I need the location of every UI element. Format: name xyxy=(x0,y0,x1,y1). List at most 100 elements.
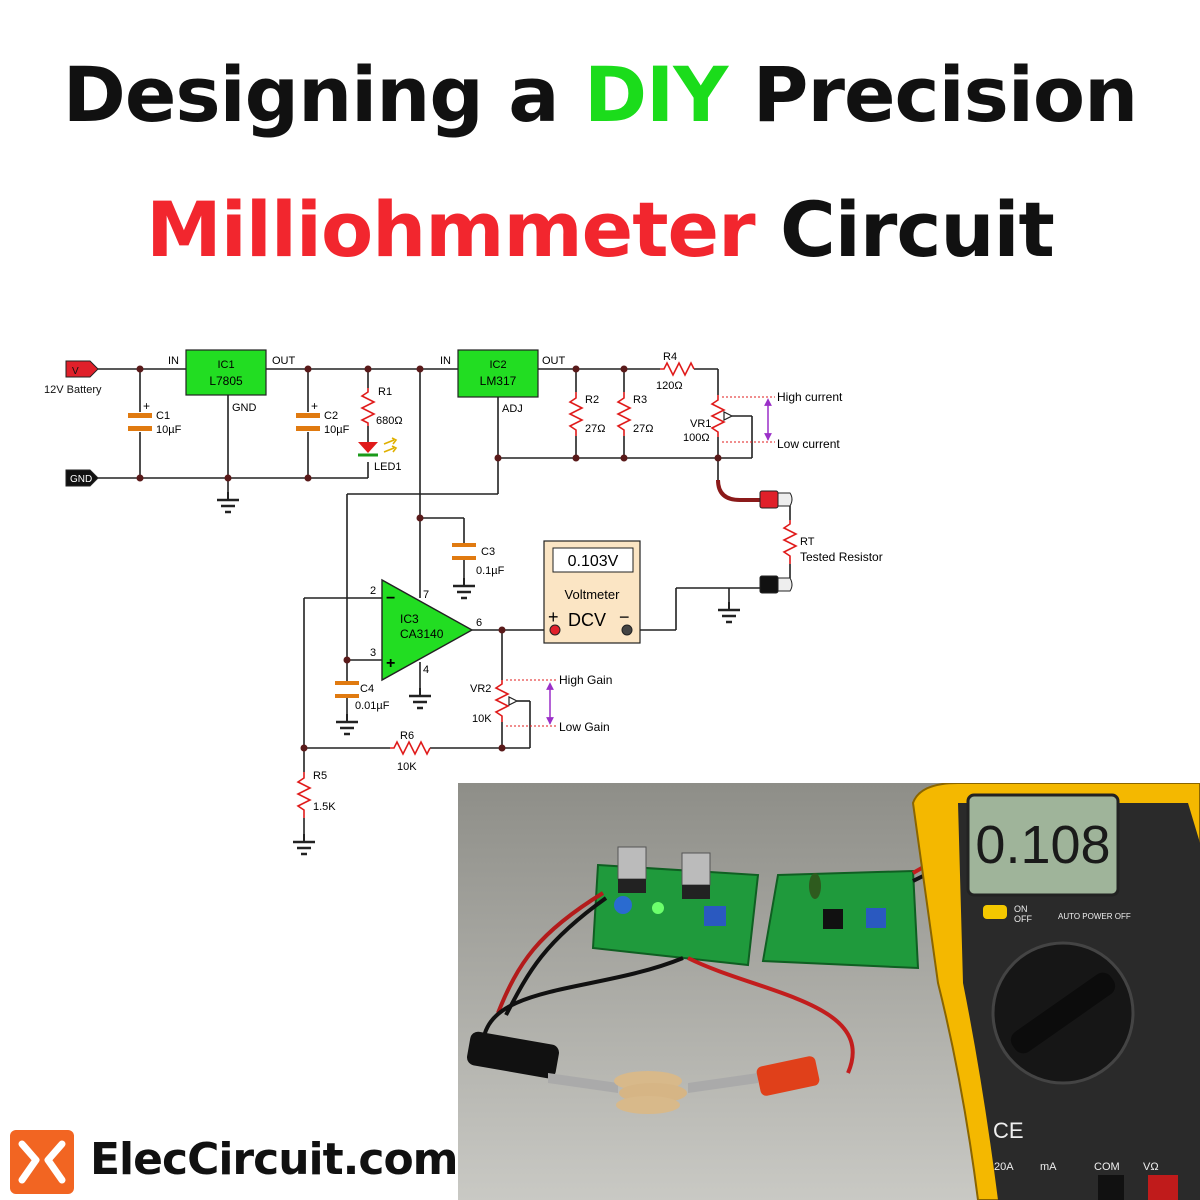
vr2-high-label: High Gain xyxy=(559,673,612,687)
ic2-adj: ADJ xyxy=(502,403,523,415)
ic3-minus: − xyxy=(386,590,395,607)
voltmeter-label: Voltmeter xyxy=(565,587,621,602)
led1-label: LED1 xyxy=(374,461,402,473)
meter-off: OFF xyxy=(1014,914,1032,924)
pcb-board-2 xyxy=(761,869,920,970)
ic1-out: OUT xyxy=(272,355,296,367)
vr2-name: VR2 xyxy=(470,683,491,695)
voltmeter-reading: 0.103V xyxy=(568,553,619,570)
resistor-r2: R2 27Ω xyxy=(568,392,605,436)
elec-circuit-logo[interactable]: ElecCircuit.com xyxy=(10,1118,459,1198)
vr1-low-label: Low current xyxy=(777,437,840,451)
multimeter: 0.108 ON OFF AUTO POWER OFF CE 20A mA CO… xyxy=(911,783,1200,1200)
ic1-name: IC1 xyxy=(217,359,234,371)
ground-icon xyxy=(716,600,742,624)
ic1-gnd: GND xyxy=(232,402,257,414)
r2-value: 27Ω xyxy=(585,423,605,435)
ic2-in: IN xyxy=(440,355,451,367)
rt-desc: Tested Resistor xyxy=(800,550,883,564)
c3-name: C3 xyxy=(481,546,495,558)
potentiometer-vr2: VR2 10K High Gain Low Gain xyxy=(470,673,612,734)
ic1-regulator: IC1 L7805 IN OUT GND xyxy=(168,349,296,414)
title-text: Circuit xyxy=(754,185,1055,274)
resistor-r3: R3 27Ω xyxy=(616,392,653,436)
c4-name: C4 xyxy=(360,683,374,695)
title-line-2: Milliohmmeter Circuit xyxy=(0,185,1200,275)
r6-name: R6 xyxy=(400,730,414,742)
ic3-name: IC3 xyxy=(400,612,419,626)
r6-value: 10K xyxy=(397,761,417,773)
jack-v: VΩ xyxy=(1143,1161,1159,1173)
title-text: Precision xyxy=(727,50,1138,139)
voltmeter-plus: + xyxy=(548,607,559,627)
meter-on: ON xyxy=(1014,904,1028,914)
jack-20a: 20A xyxy=(994,1161,1014,1173)
ground-icon xyxy=(215,490,241,514)
c1-value: 10µF xyxy=(156,424,182,436)
ic2-part: LM317 xyxy=(480,374,517,388)
led1: LED1 xyxy=(358,437,402,473)
capacitor-c1: + C1 10µF xyxy=(128,399,182,436)
vr1-high-label: High current xyxy=(777,390,843,404)
voltmeter-mode: DCV xyxy=(568,610,606,630)
ic3-pin2: 2 xyxy=(370,585,376,597)
ic2-out: OUT xyxy=(542,355,566,367)
ic3-part: CA3140 xyxy=(400,627,444,641)
r5-value: 1.5K xyxy=(313,801,336,813)
c4-value: 0.01µF xyxy=(355,700,390,712)
potentiometer-vr1: VR1 100Ω High current Low current xyxy=(683,390,843,451)
ic1-in: IN xyxy=(168,355,179,367)
ic1-part: L7805 xyxy=(209,374,243,388)
capacitor-c3: C3 0.1µF xyxy=(452,543,505,577)
ic3-plus: + xyxy=(386,655,395,672)
ground-icon xyxy=(334,712,360,736)
title-highlight-diy: DIY xyxy=(583,50,728,139)
ground-icon xyxy=(291,832,317,856)
vin-tag: V xyxy=(72,366,79,377)
voltmeter: 0.103V Voltmeter + DCV − xyxy=(543,540,641,644)
title-line-1: Designing a DIY Precision xyxy=(0,50,1200,140)
jack-com: COM xyxy=(1094,1161,1120,1173)
r2-name: R2 xyxy=(585,394,599,406)
gnd-tag: GND xyxy=(70,474,92,485)
resistor-r5: R5 1.5K xyxy=(296,770,336,818)
r3-value: 27Ω xyxy=(633,423,653,435)
resistor-r4: R4 120Ω xyxy=(656,351,695,392)
r4-value: 120Ω xyxy=(656,380,683,392)
rt-name: RT xyxy=(800,536,815,548)
r4-name: R4 xyxy=(663,351,677,363)
pcb-board-1 xyxy=(591,846,760,967)
brand-icon xyxy=(10,1130,74,1194)
battery-label: 12V Battery xyxy=(44,384,102,396)
title-highlight-milliohmmeter: Milliohmmeter xyxy=(146,185,755,274)
r3-name: R3 xyxy=(633,394,647,406)
vr2-low-label: Low Gain xyxy=(559,720,610,734)
meter-reading: 0.108 xyxy=(975,815,1110,875)
c2-value: 10µF xyxy=(324,424,350,436)
vr1-value: 100Ω xyxy=(683,432,710,444)
svg-text:+: + xyxy=(143,399,150,413)
ic3-pin6: 6 xyxy=(476,617,482,629)
capacitor-c4: C4 0.01µF xyxy=(335,681,390,712)
ic2-regulator: IC2 LM317 IN OUT ADJ xyxy=(440,349,566,415)
tested-resistor-rt: RT Tested Resistor xyxy=(759,490,883,594)
c3-value: 0.1µF xyxy=(476,565,505,577)
vin-terminal: V 12V Battery xyxy=(44,360,102,396)
ground-icon xyxy=(451,576,477,600)
resistor-r6: R6 10K xyxy=(390,730,431,773)
vr1-name: VR1 xyxy=(690,418,711,430)
ic2-name: IC2 xyxy=(489,359,506,371)
ic3-pin4: 4 xyxy=(423,664,429,676)
svg-text:+: + xyxy=(311,399,318,413)
capacitor-c2: + C2 10µF xyxy=(296,399,350,436)
voltmeter-minus: − xyxy=(619,607,630,627)
jack-ma: mA xyxy=(1040,1161,1057,1173)
brand-text: ElecCircuit.com xyxy=(90,1134,459,1185)
vr2-value: 10K xyxy=(472,713,492,725)
r1-name: R1 xyxy=(378,386,392,398)
resistor-r1: R1 680Ω xyxy=(360,386,403,427)
r5-name: R5 xyxy=(313,770,327,782)
gnd-terminal: GND xyxy=(65,469,99,487)
resistor-bundle xyxy=(614,1071,687,1114)
c1-name: C1 xyxy=(156,410,170,422)
